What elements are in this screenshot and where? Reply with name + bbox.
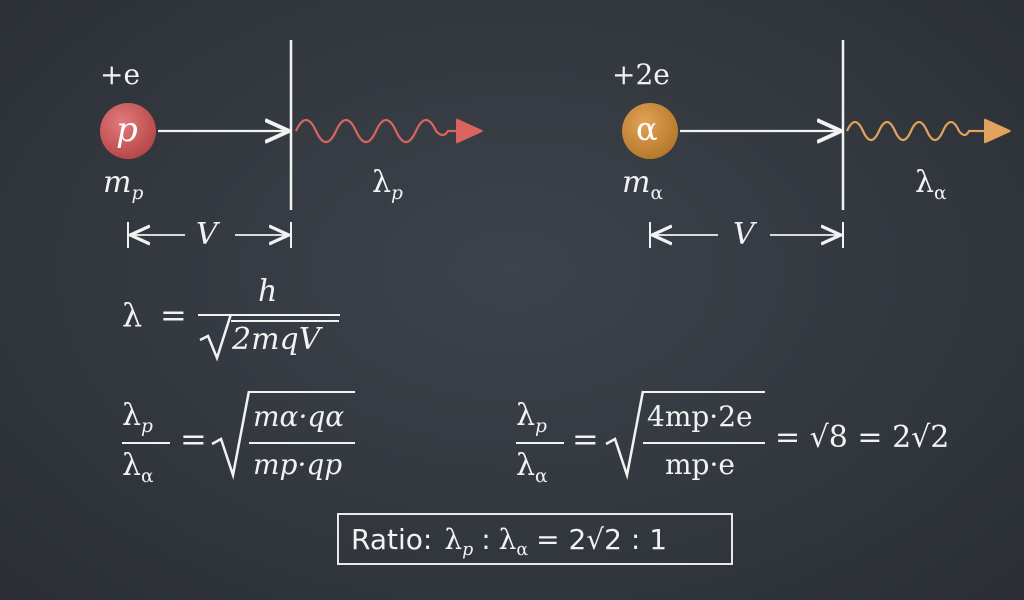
ratio-general-radical-sign [211, 390, 251, 480]
ratio-value-result: = √8 = 2√2 [775, 420, 950, 455]
answer-box: Ratio: λp : λα = 2√2 : 1 [337, 513, 733, 565]
alpha-wavelength-sub: α [934, 182, 947, 204]
ratio-general-inner-num: mα·qα [253, 400, 345, 433]
proton-mass-m: m [103, 165, 132, 200]
ratio-value-den-lambda: λ [516, 448, 536, 483]
ratio-general-radical-bar [249, 391, 355, 393]
ratio-value-den: λα [516, 448, 548, 487]
ratio-value-inner-den: mp·e [665, 448, 735, 481]
alpha-wave [845, 122, 1006, 140]
formula-radical-sign [199, 313, 233, 362]
proton-mass-sub: p [131, 182, 144, 204]
ratio-general-inner-den: mp·qp [253, 448, 343, 481]
ratio-value-radical-bar [643, 391, 765, 393]
ratio-general-equals: = [180, 420, 207, 458]
answer-value: = 2√2 : 1 [536, 522, 668, 556]
answer-lambda-a-sub: α [516, 539, 529, 560]
ratio-value-equals: = [572, 420, 599, 458]
answer-lambda-p-symbol: λ [444, 522, 463, 556]
answer-lambda-a-symbol: λ [498, 522, 517, 556]
ratio-value-den-sub: α [535, 465, 548, 487]
ratio-value-inner-bar [643, 442, 765, 444]
ratio-general-den-lambda: λ [122, 448, 142, 483]
ratio-value-num: λp [516, 398, 547, 437]
alpha-mass-label: mα [622, 165, 663, 204]
ratio-general-inner-bar [249, 442, 355, 444]
formula-equals: = [160, 296, 187, 334]
proton-wavelength-label: λp [372, 165, 403, 204]
ratio-value-num-sub: p [535, 415, 547, 437]
formula-radical-bar [231, 320, 339, 322]
formula-fraction-bar [198, 314, 340, 316]
alpha-mass-m: m [622, 165, 651, 200]
proton-symbol: p [116, 110, 138, 150]
alpha-wavelength-label: λα [915, 165, 947, 204]
ratio-general-num: λp [122, 398, 153, 437]
ratio-value-lhs-bar [516, 442, 564, 444]
alpha-particle [622, 103, 678, 159]
ratio-general-den: λα [122, 448, 154, 487]
answer-colon: : [481, 522, 491, 556]
proton-charge: +e [100, 58, 141, 91]
answer-label: Ratio: [351, 522, 433, 556]
proton-mass-label: mp [103, 165, 143, 204]
formula-denominator: 2mqV [232, 322, 321, 357]
proton-wavelength-sub: p [391, 182, 403, 204]
ratio-general-lhs-bar [122, 442, 170, 444]
ratio-general-num-sub: p [141, 415, 153, 437]
alpha-symbol: α [636, 110, 658, 148]
proton-particle [100, 103, 156, 159]
ratio-value-num-lambda: λ [516, 398, 536, 433]
answer-lambda-p: λp [444, 522, 473, 560]
alpha-mass-sub: α [650, 182, 664, 204]
proton-wavelength-lambda: λ [372, 165, 392, 200]
proton-voltage-label: V [196, 217, 218, 252]
alpha-wavelength-lambda: λ [915, 165, 935, 200]
answer-lambda-a: λα [498, 522, 528, 560]
formula-lhs: λ [122, 296, 143, 334]
alpha-charge: +2e [612, 58, 670, 91]
answer-lambda-p-sub: p [462, 539, 474, 560]
ratio-value-radical-sign [605, 390, 645, 480]
ratio-value-inner-num: 4mp·2e [647, 400, 753, 433]
ratio-general-den-sub: α [141, 465, 154, 487]
proton-wave [294, 120, 478, 142]
alpha-voltage-label: V [733, 217, 755, 252]
ratio-general-num-lambda: λ [122, 398, 142, 433]
formula-numerator: h [258, 274, 278, 309]
